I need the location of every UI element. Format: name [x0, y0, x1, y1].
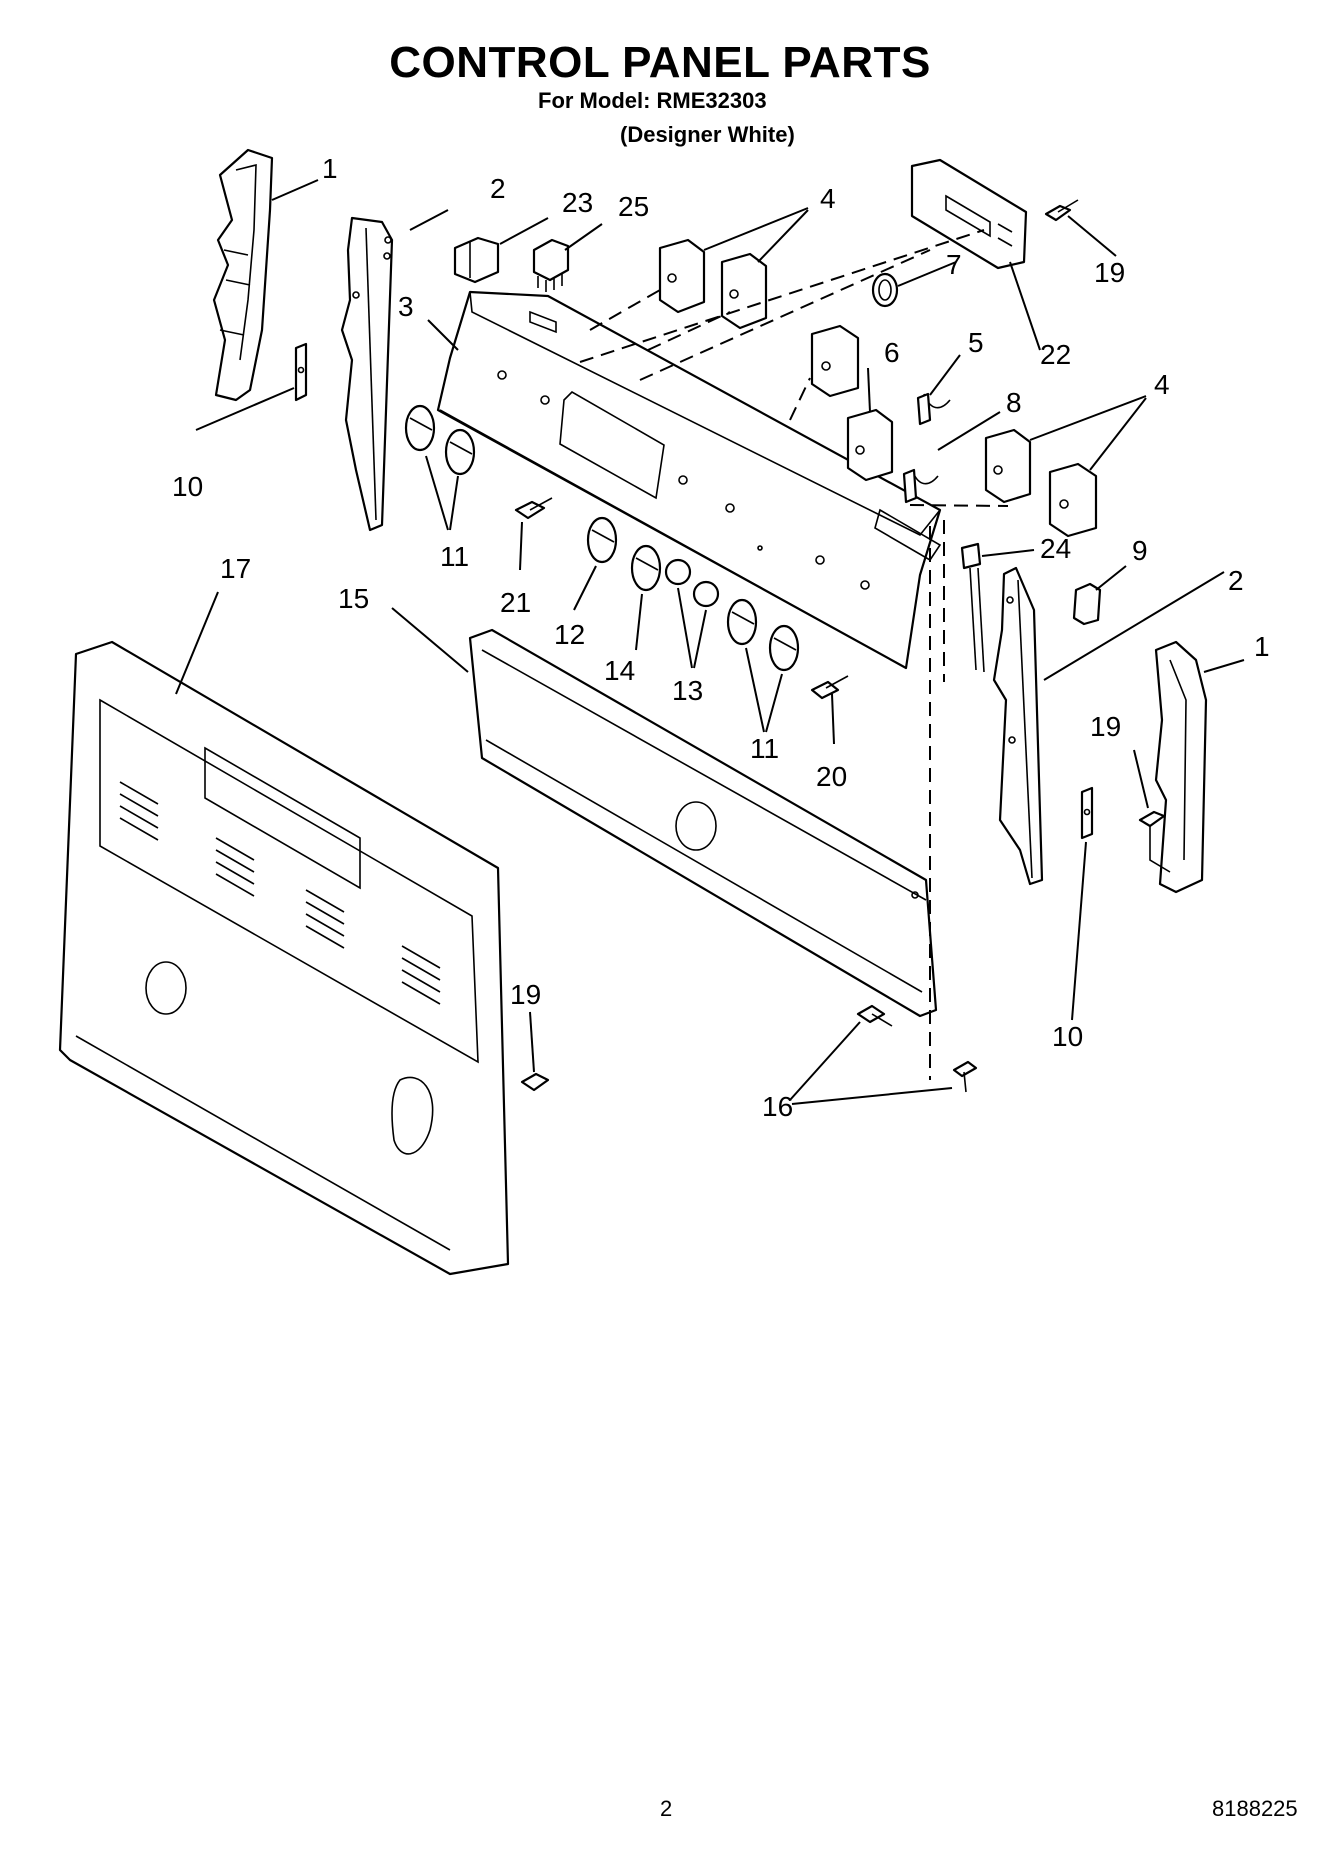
callout-13: 13	[672, 675, 703, 706]
callout-10-left: 10	[172, 471, 203, 502]
document-number: 8188225	[1212, 1796, 1298, 1821]
part-4-switch-a	[658, 238, 706, 314]
callout-22: 22	[1040, 339, 1071, 370]
callout-7: 7	[946, 249, 962, 280]
part-13-button-b	[692, 580, 720, 608]
callout-3: 3	[398, 291, 414, 322]
callout-6: 6	[884, 337, 900, 368]
part-8-wire	[902, 468, 939, 504]
callout-14: 14	[604, 655, 635, 686]
callout-10-right: 10	[1052, 1021, 1083, 1052]
part-11-knob-right-a	[726, 598, 758, 646]
callout-25: 25	[618, 191, 649, 222]
part-17-rear-panel	[58, 640, 510, 1276]
assembly-lines	[579, 229, 1009, 1080]
part-4-switch-b	[720, 252, 768, 330]
part-14-knob	[630, 544, 662, 592]
part-19-screw-top	[1044, 199, 1079, 222]
callout-5: 5	[968, 327, 984, 358]
part-16-screw-a	[856, 1004, 893, 1027]
callout-12: 12	[554, 619, 585, 650]
callout-19-right: 19	[1090, 711, 1121, 742]
part-2-left-bracket	[340, 216, 394, 532]
part-21-screw	[514, 497, 553, 520]
callout-4-right: 4	[1154, 369, 1170, 400]
part-20-screw	[810, 675, 849, 700]
part-4-switch-d	[1048, 462, 1098, 538]
callout-16: 16	[762, 1091, 793, 1122]
part-1-right-endcap	[1154, 640, 1208, 894]
leader-lines	[175, 179, 1245, 1105]
part-10-left-clip	[294, 342, 308, 402]
part-6-box-lower	[846, 408, 894, 482]
part-16-screw-b	[952, 1060, 978, 1093]
callouts: 1 2 23 25 3 4 7 19 22 5 6 8 4 24 9 2 1 1…	[172, 153, 1270, 1122]
part-11-knob-right-b	[768, 624, 800, 672]
part-13-button-a	[664, 558, 692, 586]
callout-19-top: 19	[1094, 257, 1125, 288]
callout-24: 24	[1040, 533, 1071, 564]
variant-line: (Designer White)	[620, 122, 795, 147]
callout-11-right: 11	[750, 733, 779, 764]
callout-21: 21	[500, 587, 531, 618]
part-23-bracket	[453, 236, 500, 284]
callout-11-left: 11	[440, 541, 469, 572]
callout-1-right: 1	[1254, 631, 1270, 662]
part-22-clock-module	[910, 158, 1028, 270]
callout-15: 15	[338, 583, 369, 614]
part-4-switch-c	[984, 428, 1032, 504]
part-19-screw-right	[1138, 810, 1171, 873]
part-2-right-bracket	[992, 566, 1044, 886]
callout-1-left: 1	[322, 153, 338, 184]
callout-17: 17	[220, 553, 251, 584]
part-3-control-panel	[436, 290, 942, 670]
callout-20: 20	[816, 761, 847, 792]
part-1-left-endcap	[212, 148, 274, 402]
part-11-knob-left-a	[404, 404, 436, 452]
callout-2-left: 2	[490, 173, 506, 204]
part-10-right-clip	[1080, 786, 1094, 840]
page-title: CONTROL PANEL PARTS	[389, 38, 931, 87]
page-number: 2	[660, 1796, 673, 1821]
callout-8: 8	[1006, 387, 1022, 418]
model-line: For Model: RME32303	[538, 88, 767, 113]
callout-23: 23	[562, 187, 593, 218]
callout-19-lower: 19	[510, 979, 541, 1010]
part-7-ring	[871, 272, 899, 308]
callout-9: 9	[1132, 535, 1148, 566]
part-24-connector	[960, 542, 985, 673]
part-15-trim-panel	[468, 628, 938, 1018]
part-11-knob-left-b	[444, 428, 476, 476]
callout-2-right: 2	[1228, 565, 1244, 596]
part-19-screw-lower	[520, 1072, 550, 1092]
part-6-box-upper	[810, 324, 860, 398]
part-25-switch	[532, 238, 570, 292]
part-12-knob	[586, 516, 618, 564]
part-9-lamp	[1072, 582, 1102, 626]
part-5-wire	[916, 392, 951, 426]
callout-4-top: 4	[820, 183, 836, 214]
